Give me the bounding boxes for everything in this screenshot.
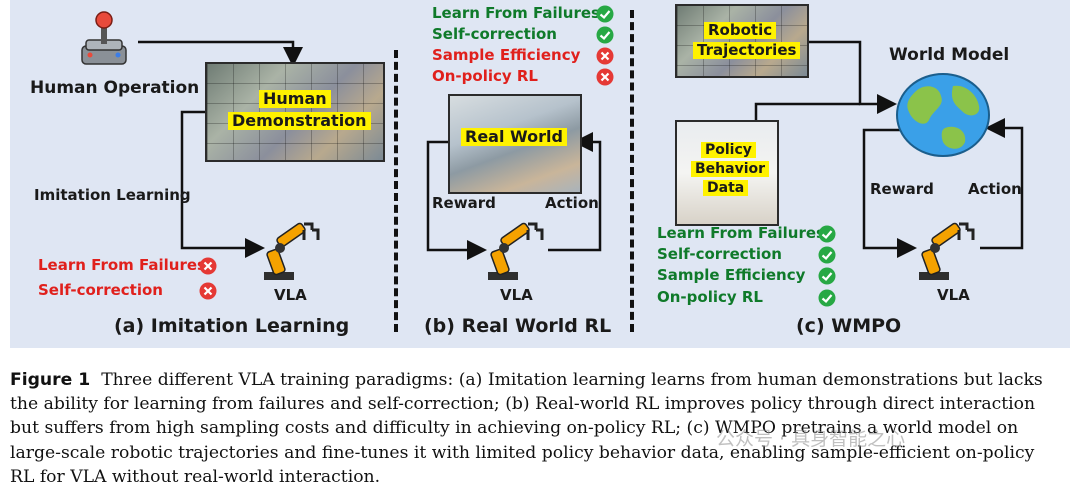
check-b-1: Learn From Failures (432, 4, 600, 22)
robotic-traj-label-2: Trajectories (693, 41, 801, 60)
action-label-b: Action (545, 194, 599, 212)
check-c-1: Learn From Failures (657, 224, 825, 242)
reward-label-b: Reward (432, 194, 496, 212)
check-b-3: Sample Efficiency (432, 46, 581, 64)
figure-caption: Figure 1 Three different VLA training pa… (10, 368, 1072, 489)
real-world-label: Real World (461, 127, 567, 147)
vla-label-b: VLA (500, 286, 533, 304)
check-icon (818, 225, 836, 243)
check-icon (818, 246, 836, 264)
panel-a-title: (a) Imitation Learning (114, 315, 350, 337)
arrow-reward-b (426, 140, 487, 260)
globe-icon (896, 73, 990, 157)
policy-label-3: Data (703, 180, 749, 197)
watermark: 公众号 · 具身智能之心 (716, 428, 906, 450)
reward-label-c: Reward (870, 180, 934, 198)
arrow-action-c (980, 118, 1024, 250)
separator-left (394, 50, 398, 332)
joystick-icon (81, 11, 127, 65)
connector-arrows (138, 40, 1024, 260)
check-c-4: On-policy RL (657, 288, 763, 306)
panel-c-title: (c) WMPO (796, 315, 902, 337)
fail-item-2: Self-correction (38, 281, 163, 299)
policy-label-2: Behavior (691, 161, 770, 178)
panel-b-title: (b) Real World RL (424, 315, 612, 337)
human-demo-label-2: Demonstration (228, 111, 371, 131)
caption-line-3: but suffers from high sampling costs and… (10, 418, 1019, 439)
fail-item-1: Learn From Failures (38, 256, 206, 274)
robotic-traj-label-1: Robotic (704, 21, 777, 40)
arrow-action-b (548, 132, 602, 252)
caption-line-1: Three different VLA training paradigms: … (101, 370, 1043, 390)
arrow-reward-c (862, 128, 917, 258)
human-operation-label: Human Operation (30, 78, 200, 98)
arrow-demo-to-vla (180, 110, 265, 258)
robotic-trajectories-image (675, 4, 809, 78)
fail-x-icon (199, 257, 217, 275)
check-b-2: Self-correction (432, 25, 557, 43)
fail-x-icon (199, 282, 217, 300)
vla-label-c: VLA (937, 286, 970, 304)
check-b-4: On-policy RL (432, 67, 538, 85)
check-icon (596, 26, 614, 44)
figure-label: Figure 1 (10, 370, 91, 390)
arrow-policy-to-wm (754, 102, 860, 122)
policy-label-1: Policy (701, 142, 756, 159)
action-label-c: Action (968, 180, 1022, 198)
arrow-traj-to-wm (806, 40, 897, 114)
check-icon (596, 5, 614, 23)
robot-arm-icon (488, 222, 544, 280)
separator-right (630, 10, 634, 332)
caption-line-2: the ability for learning from failures a… (10, 394, 1036, 415)
vla-label-a: VLA (274, 286, 307, 304)
caption-line-5: RL for VLA without real-world interactio… (10, 466, 381, 487)
check-icon (818, 289, 836, 307)
robot-arm-icon (919, 222, 975, 280)
robot-arm-icon (264, 222, 320, 280)
check-c-3: Sample Efficiency (657, 266, 806, 284)
fail-x-icon (596, 68, 614, 86)
caption-line-4: large-scale robotic trajectories and fin… (10, 442, 1035, 463)
fail-x-icon (596, 47, 614, 65)
check-icon (818, 267, 836, 285)
check-c-2: Self-correction (657, 245, 782, 263)
human-demo-label-1: Human (259, 89, 331, 109)
imitation-learning-label: Imitation Learning (34, 186, 191, 204)
world-model-label: World Model (889, 45, 1010, 65)
arrow-joystick-to-demo (138, 40, 303, 67)
